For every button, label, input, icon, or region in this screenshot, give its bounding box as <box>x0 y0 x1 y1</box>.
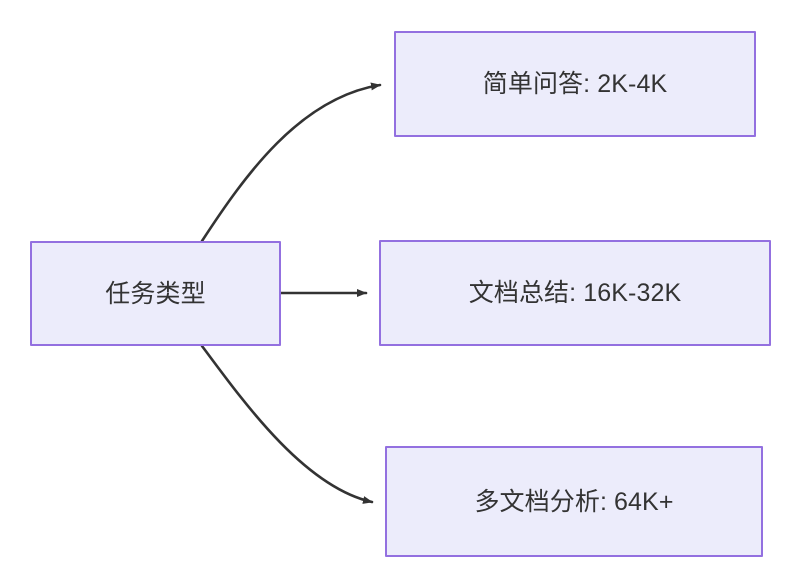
edge-to-multidoc-analysis <box>200 344 374 504</box>
node-multidoc-analysis[interactable]: 多文档分析: 64K+ <box>385 446 763 557</box>
node-task-type-label: 任务类型 <box>105 279 206 308</box>
node-simple-qa[interactable]: 简单问答: 2K-4K <box>394 31 756 137</box>
node-task-type[interactable]: 任务类型 <box>30 241 281 346</box>
node-multidoc-analysis-label: 多文档分析: 64K+ <box>474 487 674 516</box>
node-doc-summary[interactable]: 文档总结: 16K-32K <box>379 240 771 346</box>
node-doc-summary-label: 文档总结: 16K-32K <box>468 279 682 307</box>
node-simple-qa-label: 简单问答: 2K-4K <box>482 70 668 98</box>
edge-to-simple-qa <box>200 82 382 243</box>
